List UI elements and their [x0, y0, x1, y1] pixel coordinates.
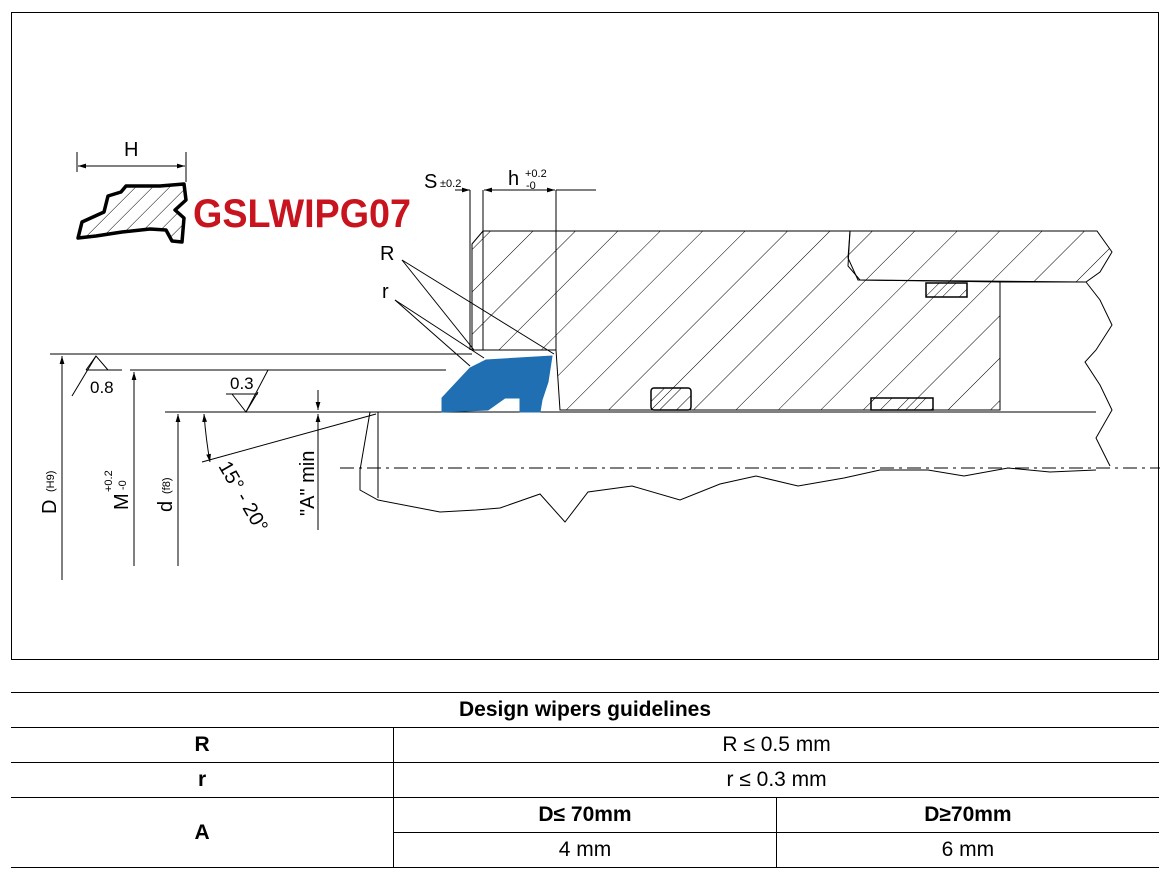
- label-roughness-1: 0.8: [90, 378, 114, 397]
- row-key-r: r: [11, 762, 395, 798]
- label-H: H: [124, 139, 138, 161]
- label-R: R: [380, 243, 394, 265]
- chamfer-angle: [201, 413, 377, 463]
- vertical-dimensions: [59, 356, 321, 580]
- product-code: GSLWIPG07: [193, 192, 411, 236]
- label-roughness-2: 0.3: [230, 374, 254, 393]
- label-M-tol-plus: +0.2: [103, 470, 115, 492]
- row-key-R: R: [11, 727, 395, 763]
- label-S-tol: ±0.2: [440, 178, 461, 190]
- roughness-symbol-2: [226, 369, 269, 413]
- wiper-seal: [441, 355, 553, 413]
- label-D: D: [39, 500, 61, 514]
- row-key-A: A: [11, 797, 395, 868]
- value-D-le-70: 4 mm: [393, 832, 777, 868]
- header-D-ge-70: D≥70mm: [776, 797, 1159, 833]
- label-A-min: "A" min: [297, 451, 319, 516]
- header-D-le-70: D≤ 70mm: [393, 797, 777, 833]
- label-D-fit: (H9): [45, 471, 57, 492]
- label-M-tol-minus: -0: [117, 480, 129, 490]
- table-title: Design wipers guidelines: [11, 692, 1159, 728]
- value-D-ge-70: 6 mm: [776, 832, 1159, 868]
- label-r: r: [382, 281, 389, 303]
- label-h-tol-plus: +0.2: [525, 168, 547, 180]
- dim-S-h: [455, 187, 596, 350]
- technical-drawing: GSLWIPG07 H S ±0.2 h +0.2 -0: [11, 12, 1160, 660]
- roughness-symbol-1: [71, 355, 122, 397]
- guidelines-table: Design wipers guidelines R R ≤ 0.5 mm r …: [11, 692, 1159, 868]
- radius-leaders: [394, 259, 555, 367]
- drawing-frame: [11, 12, 1159, 660]
- seal-profile-icon: [76, 152, 188, 244]
- label-S: S: [424, 171, 437, 193]
- label-d-fit: (f8): [161, 478, 173, 495]
- row-value-R: R ≤ 0.5 mm: [393, 727, 1159, 763]
- label-d: d: [155, 501, 177, 512]
- row-value-r: r ≤ 0.3 mm: [393, 762, 1159, 798]
- rod: [340, 411, 1160, 523]
- label-angle: 15° - 20°: [214, 458, 272, 537]
- housing-block: [471, 230, 1113, 467]
- label-h: h: [508, 168, 519, 190]
- label-M: M: [111, 493, 133, 510]
- extension-lines: [50, 353, 472, 413]
- label-h-tol-minus: -0: [526, 180, 536, 192]
